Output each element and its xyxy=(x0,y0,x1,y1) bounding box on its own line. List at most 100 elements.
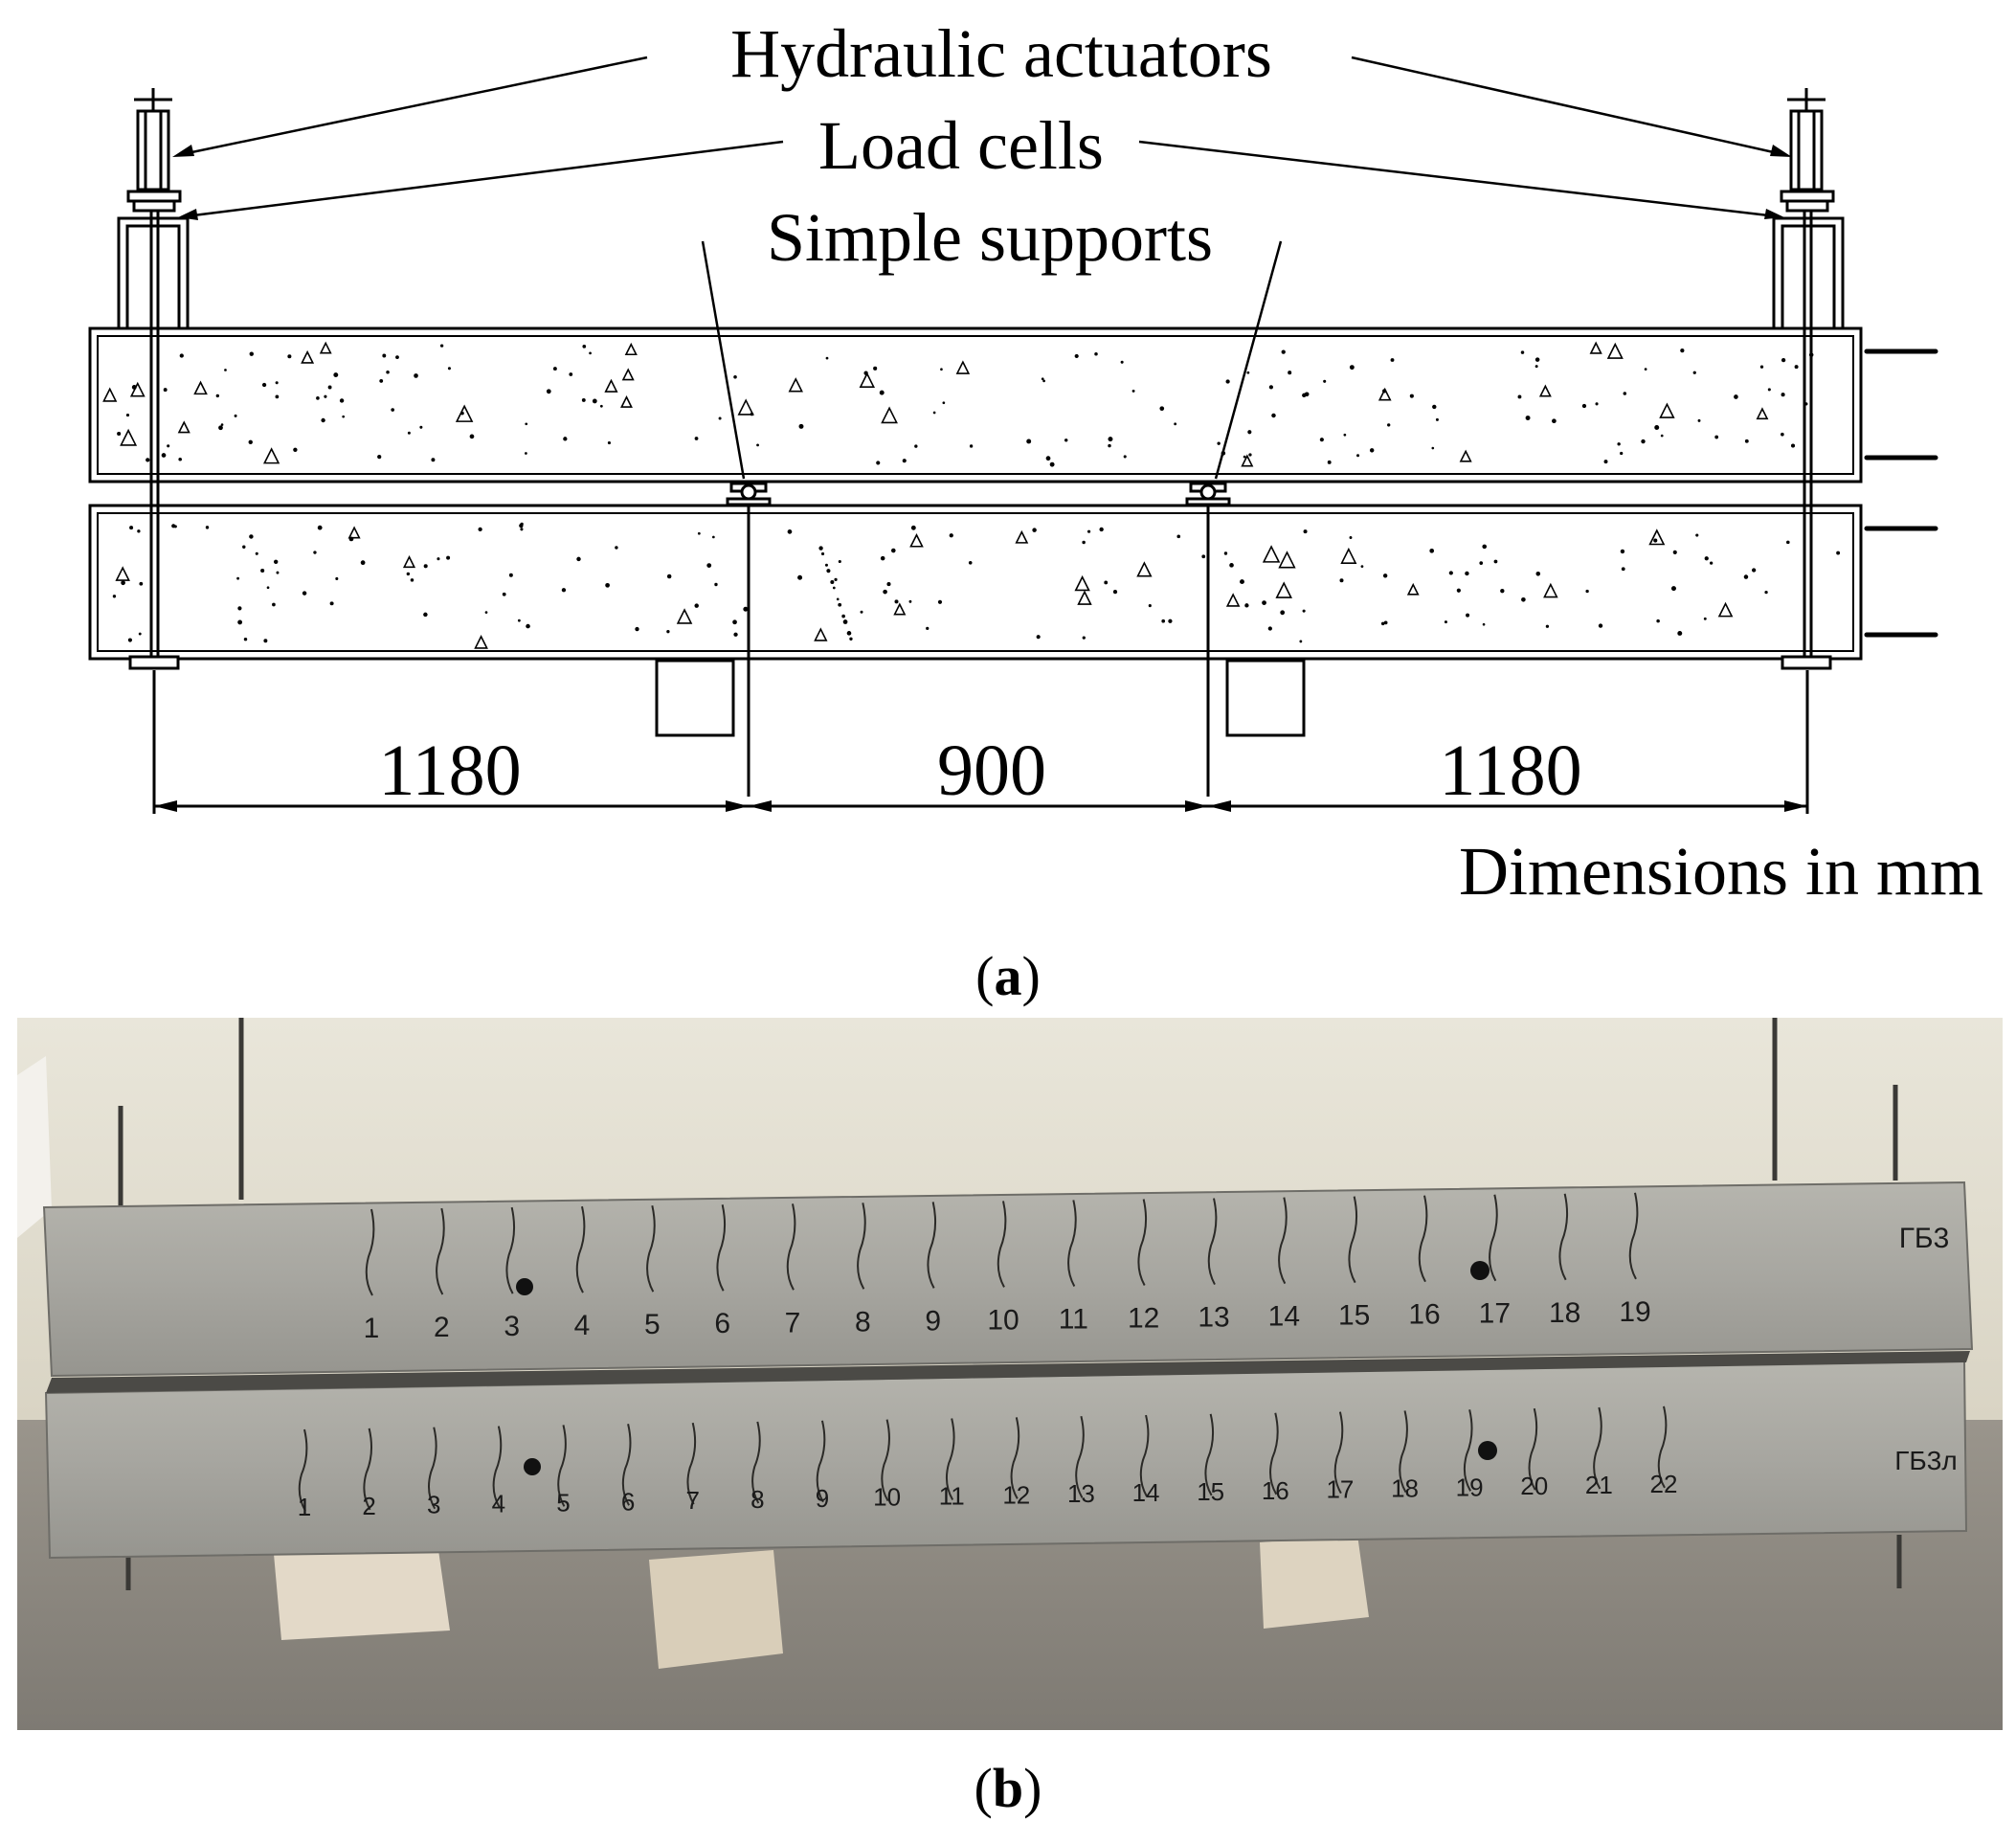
crack-line xyxy=(1399,1410,1408,1493)
aggregate-dot xyxy=(379,379,384,383)
aggregate-dot xyxy=(419,425,423,429)
aggregate-dot xyxy=(1225,379,1230,384)
hydraulic-actuators-label: Hydraulic actuators xyxy=(730,15,1272,92)
crack-number: 3 xyxy=(504,1311,520,1342)
aggregate-dot xyxy=(272,602,276,607)
crack-line xyxy=(1333,1411,1344,1495)
crack-number: 22 xyxy=(1650,1470,1678,1498)
crack-line xyxy=(1528,1407,1538,1491)
aggregate-dot xyxy=(437,557,440,561)
aggregate-dot xyxy=(313,551,317,554)
crack-line xyxy=(1269,1412,1279,1495)
crack-line xyxy=(1489,1194,1498,1282)
aggregate-dot xyxy=(242,545,246,549)
aggregate-dot xyxy=(1621,567,1625,572)
load-cells-label: Load cells xyxy=(818,107,1104,184)
aggregate-dot xyxy=(932,411,936,415)
aggregate-dot xyxy=(1786,540,1790,545)
aggregate-dot xyxy=(224,369,227,371)
aggregate-dot xyxy=(697,531,701,535)
aggregate-dot xyxy=(406,572,411,576)
aggregate-dot xyxy=(824,563,828,567)
aggregate-dot xyxy=(1781,357,1786,363)
crack-number: 12 xyxy=(1002,1480,1030,1509)
crack-line xyxy=(365,1208,375,1296)
crack-line xyxy=(686,1422,697,1505)
crack-line xyxy=(997,1201,1007,1288)
crack-number: 11 xyxy=(1059,1303,1088,1335)
aggregate-dot xyxy=(1247,430,1252,435)
crack-number: 13 xyxy=(1198,1302,1229,1334)
aggregate-dot xyxy=(1099,527,1104,532)
aggregate-dot xyxy=(275,381,279,385)
right-hydraulic-actuator xyxy=(1787,88,1826,191)
aggregate-dot xyxy=(1120,360,1124,364)
aggregate-dot xyxy=(1456,588,1461,593)
aggregate-dot xyxy=(423,612,428,618)
aggregate-dot xyxy=(743,606,749,612)
aggregate-dot xyxy=(249,534,254,539)
aggregate-mark xyxy=(1538,384,1552,397)
aggregate-dot xyxy=(327,385,332,390)
aggregate-dot xyxy=(1743,574,1749,579)
aggregate-mark xyxy=(402,554,416,569)
aggregate-dot xyxy=(1654,424,1660,430)
aggregate-dot xyxy=(826,569,831,573)
crack-line xyxy=(436,1207,445,1295)
aggregate-dot xyxy=(112,595,117,598)
aggregate-dot xyxy=(179,353,184,358)
aggregate-dot xyxy=(205,526,210,529)
crack-number: 19 xyxy=(1619,1296,1650,1328)
aggregate-dot xyxy=(167,444,170,448)
crack-number: 5 xyxy=(556,1488,570,1517)
aggregate-dot xyxy=(1343,433,1347,437)
aggregate-dot xyxy=(1248,453,1252,457)
aggregate-dot xyxy=(1168,618,1173,623)
aggregate-dot xyxy=(520,528,524,531)
aggregate-dot xyxy=(1692,371,1696,374)
crack-line xyxy=(575,1205,586,1293)
aggregate-dot xyxy=(561,588,567,593)
aggregate-dot xyxy=(1349,536,1353,539)
aggregate-dot xyxy=(1493,559,1498,564)
aggregate-dot xyxy=(407,431,411,435)
aggregate-dot xyxy=(1262,600,1266,605)
crack-number: 18 xyxy=(1391,1473,1419,1502)
aggregate-dot xyxy=(706,563,712,568)
aggregate-dot xyxy=(1244,603,1249,608)
aggregate-mark xyxy=(1589,341,1602,354)
crack-number: 15 xyxy=(1197,1477,1224,1506)
aggregate-dot xyxy=(732,619,737,625)
crack-line xyxy=(557,1425,567,1507)
aggregate-dot xyxy=(1759,365,1764,369)
aggregate-dot xyxy=(391,408,395,412)
aggregate-dot xyxy=(1641,439,1646,444)
simple-support-right xyxy=(1185,482,1231,797)
aggregate-dot xyxy=(517,618,521,622)
aggregate-dot xyxy=(1380,621,1385,626)
aggregate-dot xyxy=(1243,455,1246,459)
aggregate-mark xyxy=(1262,545,1281,563)
aggregate-dot xyxy=(360,560,366,566)
aggregate-dot xyxy=(348,536,354,542)
aggregate-dot xyxy=(243,637,248,641)
aggregate-mark xyxy=(1459,449,1472,462)
crack-number: 17 xyxy=(1326,1475,1354,1504)
aggregate-dot xyxy=(1041,377,1044,381)
aggregate-dot xyxy=(820,551,825,556)
crack-number: 10 xyxy=(873,1483,901,1512)
aggregate-dot xyxy=(519,523,524,528)
photo-threaded-rods xyxy=(118,1018,1902,1590)
aggregate-dot xyxy=(1670,586,1676,592)
aggregate-dot xyxy=(1482,544,1488,550)
right-load-cell xyxy=(1780,190,1835,213)
aggregate-dot xyxy=(317,525,323,530)
crack-number: 9 xyxy=(816,1484,829,1513)
aggregate-dot xyxy=(1148,604,1152,608)
aggregate-dot xyxy=(261,382,267,388)
aggregate-dot xyxy=(339,398,345,403)
aggregate-dot xyxy=(1302,609,1306,613)
aggregate-dot xyxy=(1534,365,1538,369)
aggregate-dot xyxy=(335,576,339,580)
